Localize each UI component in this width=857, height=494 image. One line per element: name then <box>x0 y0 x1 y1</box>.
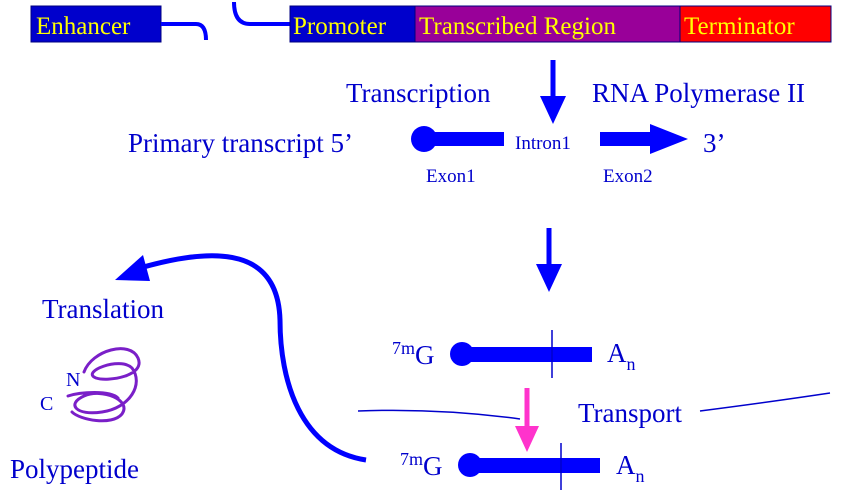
intron1-label: Intron1 <box>515 133 571 154</box>
polya-base-2: A <box>616 450 636 480</box>
gene-structure: Enhancer Promoter Transcribed Region Ter… <box>30 1 832 43</box>
c-terminus-label: C <box>40 393 53 415</box>
promoter-label: Promoter <box>293 13 387 40</box>
transport-step: Transport <box>357 388 831 452</box>
enhancer-label: Enhancer <box>36 13 131 40</box>
cap-label-nucleus: 7mG <box>392 338 435 370</box>
translation-label: Translation <box>42 294 165 324</box>
transcription-arrow-head <box>540 96 566 124</box>
translation-arrow-head <box>115 255 150 281</box>
cap-superscript: 7m <box>392 338 415 358</box>
dna-break-right <box>232 1 290 26</box>
exon1-bar <box>424 132 504 146</box>
polya-label-cytoplasm: An <box>616 450 645 486</box>
transport-arrow-head <box>515 426 539 452</box>
polya-subscript-2: n <box>636 466 645 486</box>
exon2-arrow-head <box>650 124 688 154</box>
translation-curve-arrow <box>139 253 367 463</box>
three-prime-label: 3’ <box>703 128 726 158</box>
transport-label: Transport <box>578 398 683 428</box>
polypeptide: N C Polypeptide <box>10 347 141 484</box>
primary-transcript-label: Primary transcript 5’ <box>128 128 353 158</box>
transcribed-region-box <box>414 5 681 43</box>
polypeptide-chain <box>66 347 141 423</box>
enhancer-box <box>30 5 162 43</box>
primary-transcript: Primary transcript 5’ Intron1 Exon1 Exon… <box>128 124 726 187</box>
transcribed-region-label: Transcribed Region <box>419 13 616 40</box>
n-terminus-label: N <box>66 369 80 391</box>
exon1-label: Exon1 <box>426 166 476 187</box>
polya-label-nucleus: An <box>607 338 636 374</box>
polya-base: A <box>607 338 627 368</box>
translation-step: Translation <box>42 253 367 463</box>
exon2-label: Exon2 <box>603 166 653 187</box>
rna-polymerase-label: RNA Polymerase II <box>592 78 805 108</box>
processing-step <box>536 228 562 292</box>
dna-break-left <box>161 22 208 41</box>
terminator-label: Terminator <box>684 13 795 40</box>
nuclear-membrane-left <box>357 409 521 420</box>
cap-base-2: G <box>423 451 443 481</box>
processing-arrow-head <box>536 264 562 292</box>
cap-base: G <box>415 340 435 370</box>
exon2-bar <box>600 132 652 146</box>
polypeptide-label: Polypeptide <box>10 454 139 484</box>
cap-label-cytoplasm: 7mG <box>400 449 443 481</box>
cap-superscript-2: 7m <box>400 449 423 469</box>
transcription-step: Transcription RNA Polymerase II <box>346 60 805 124</box>
mrna-bar-nucleus <box>462 347 592 362</box>
transcription-label: Transcription <box>346 78 491 108</box>
mrna-bar-cytoplasm <box>470 458 600 473</box>
terminator-box <box>679 5 832 43</box>
mature-mrna-nucleus: 7mG An <box>392 330 636 378</box>
nuclear-membrane-right <box>699 392 831 412</box>
polya-subscript: n <box>627 354 636 374</box>
promoter-box <box>289 5 416 43</box>
mature-mrna-cytoplasm: 7mG An <box>400 443 645 490</box>
